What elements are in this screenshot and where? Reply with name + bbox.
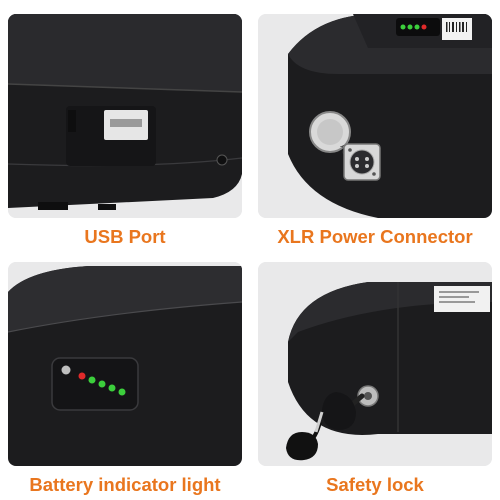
led-green-3 [108, 384, 116, 392]
spare-key [286, 432, 318, 461]
led-red [78, 372, 86, 380]
safety-lock-illustration [258, 262, 492, 466]
indicator-panel [51, 357, 139, 411]
led-green-2 [98, 380, 106, 388]
xlr-connector-illustration: PUSH [258, 14, 492, 218]
xlr-connector-photo: PUSH [258, 14, 492, 218]
usb-port-caption: USB Port [84, 226, 166, 247]
usb-port-photo [8, 14, 242, 218]
indicator-button [61, 365, 71, 375]
usb-port-illustration [8, 14, 242, 218]
battery-indicator-illustration [8, 262, 242, 466]
led-green-1 [88, 376, 96, 384]
safety-lock-photo [258, 262, 492, 466]
safety-lock-caption: Safety lock [326, 474, 424, 495]
key [322, 392, 356, 430]
battery-label [434, 286, 490, 312]
key-ring [314, 411, 324, 433]
led-green-4 [118, 388, 126, 396]
xlr-connector-caption: XLR Power Connector [277, 226, 473, 247]
battery-indicator-caption: Battery indicator light [29, 474, 221, 495]
battery-indicator-photo [8, 262, 242, 466]
